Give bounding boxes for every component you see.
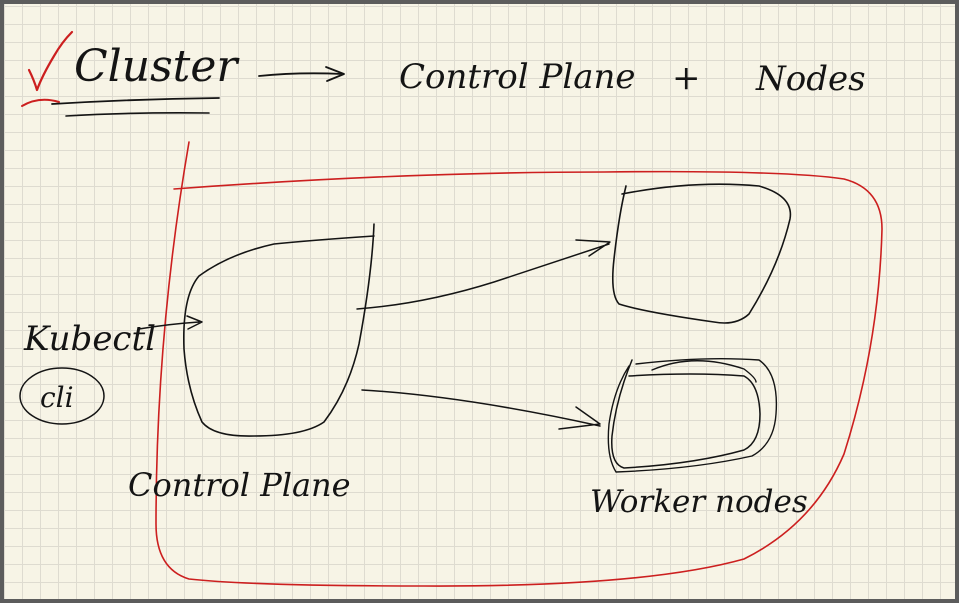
heading-control-plane: Control Plane [399,57,636,97]
heading-nodes: Nodes [755,59,866,99]
worker-node-1 [612,183,792,324]
cluster-boundary [155,141,883,587]
title-underline-second [65,112,210,117]
arrow-right-icon [258,66,345,82]
cluster-title: Cluster [74,41,240,92]
kubectl-label: Kubectl [23,319,156,359]
title-red-underline [21,98,60,107]
heading-plus: + [672,58,701,98]
check-mark-icon [27,30,74,92]
arrow-to-control-plane [138,315,203,330]
worker-node-2-outline [607,357,778,473]
arrow-to-worker-2 [361,389,601,430]
title-underline [51,97,220,105]
cli-circle [19,367,105,425]
control-plane-label: Control Plane [128,466,351,504]
worker-node-2 [611,359,761,469]
worker-nodes-label: Worker nodes [590,484,808,520]
cli-label: cli [40,381,74,414]
control-plane-box [182,223,375,437]
arrow-to-worker-1 [356,239,611,310]
diagram-canvas: Cluster Control Plane + Nodes Kubectl cl… [19,30,883,587]
